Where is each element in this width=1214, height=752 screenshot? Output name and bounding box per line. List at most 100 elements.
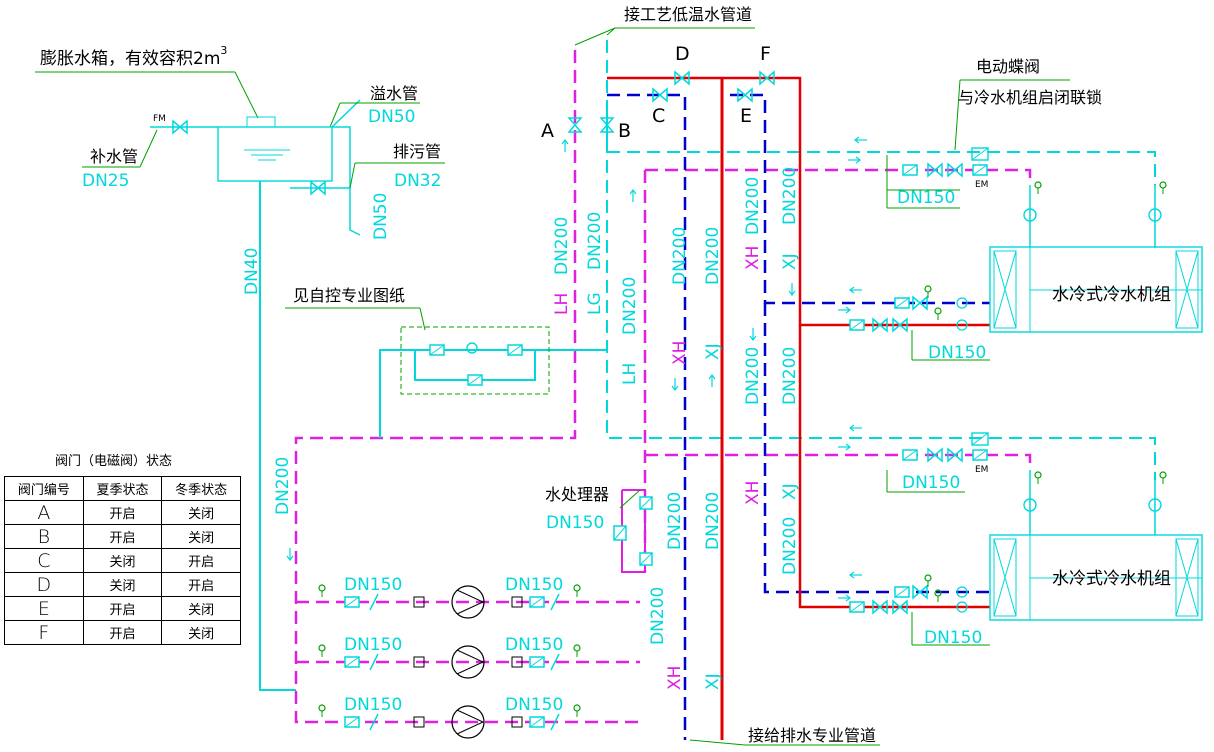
winter-state: 关闭 [161,596,241,621]
pipe-size-label: DN150 [344,695,402,715]
pipe-size-label: DN200 [620,277,640,335]
em-label: EM [975,180,988,190]
summer-state: 开启 [82,500,163,525]
valve-icon [912,295,928,311]
pipe-size-label: DN150 [505,575,563,595]
valve-icon [872,317,888,333]
flex-joint-icon [849,601,865,613]
pipe-code-label: XJ [780,483,800,500]
valve-f-label: F [760,43,771,65]
drain-label: 排污管 [393,142,441,161]
valve-icon [759,70,775,86]
makeup-label: 补水管 [90,147,138,166]
pipe-code-label: XH [665,666,685,690]
valve-icon [892,599,908,615]
gauge-icon [934,307,942,315]
leader-line [689,739,746,746]
leader-line [574,27,616,46]
valve-icon [947,162,963,178]
flow-arrow-icon [849,571,855,579]
check-valve-icon [550,593,560,611]
pipe-code-label: XH [670,341,690,365]
drain-dn-vertical: DN50 [371,193,391,240]
gauge-icon [1159,471,1167,479]
flow-arrow-icon [845,443,851,451]
flow-switch-icon [1148,208,1162,222]
thermometer-icon [956,601,968,613]
flex-joint-icon [507,344,523,356]
butterfly-interlock-label: 与冷水机组启闭联锁 [958,88,1102,107]
pipe-size-label: DN200 [780,347,800,405]
valve-icon [927,162,943,178]
heating-riser [607,93,687,740]
flex-joint-icon [639,496,653,510]
flow-switch-icon [1023,498,1037,512]
strainer-icon [413,656,425,668]
pipe-size-label: DN150 [924,628,982,648]
gauge-icon [318,584,326,592]
butterfly-valve-label: 电动蝶阀 [976,57,1040,76]
flex-joint-icon [344,656,360,668]
winter-state: 关闭 [161,524,241,549]
auto-control-box [400,326,550,395]
return-to-chiller [645,453,1032,470]
text-labels: 膨胀水箱，有效容积2m3 溢水管 DN50 补水管 DN25 排污管 DN32 … [40,5,1102,745]
pump-icon [456,709,485,735]
flow-arrow-icon [845,594,851,602]
chiller-unit-lower: 水冷式冷水机组 [989,534,1203,621]
flow-arrow-icon [286,555,294,561]
flex-joint-icon [894,586,910,598]
pipe-size-label: DN200 [273,457,293,515]
valve-icon [567,117,583,133]
expansion-tank [217,116,333,182]
check-valve-icon [369,593,379,611]
flex-joint-icon [467,374,483,386]
flow-arrow-icon [629,189,637,195]
leader-line [419,307,426,331]
gauge-icon [573,644,581,652]
valve-e-label: E [740,105,752,127]
overflow-pipe [331,99,361,128]
pipe-size-label: DN200 [665,492,685,550]
valve-icon [310,180,326,196]
water-treatment-loop [621,489,646,573]
valve-icon [674,70,690,86]
thermometer-icon [956,297,968,309]
pipe-code-label: LG [585,292,605,315]
flex-joint-icon [529,716,545,728]
valve-icon [599,117,615,133]
flex-joint-icon [429,344,445,356]
leader-line [139,129,158,168]
leader-line [234,71,259,119]
pipe-size-label: DN200 [780,167,800,225]
valve-code: A [4,500,84,525]
summer-state: 开启 [82,524,163,549]
check-valve-icon [369,653,379,671]
pipe-size-label: DN200 [648,587,668,645]
overflow-label: 溢水管 [370,84,418,103]
valve-icon [652,87,668,103]
summer-state: 开启 [82,596,163,621]
leader-line [329,102,341,128]
chiller-label: 水冷式冷水机组 [1052,569,1171,589]
butterfly-valve-icon [971,147,989,161]
check-valve-icon [550,653,560,671]
pipe-size-label: DN200 [670,227,690,285]
dn40-line [259,181,296,691]
valve-d-label: D [675,43,690,65]
chiller-unit-upper: 水冷式冷水机组 [989,246,1203,333]
butterfly-valve-icon [971,147,989,161]
flow-arrow-icon [708,374,716,380]
flow-arrow-icon [671,385,679,391]
flow-arrow-icon [854,136,860,144]
winter-state: 关闭 [161,500,241,525]
pipe-network [150,40,1156,740]
gauge-icon [573,584,581,592]
flow-arrow-icon [561,139,569,145]
valve-icon [947,447,963,463]
flow-arrow-icon [749,335,757,341]
